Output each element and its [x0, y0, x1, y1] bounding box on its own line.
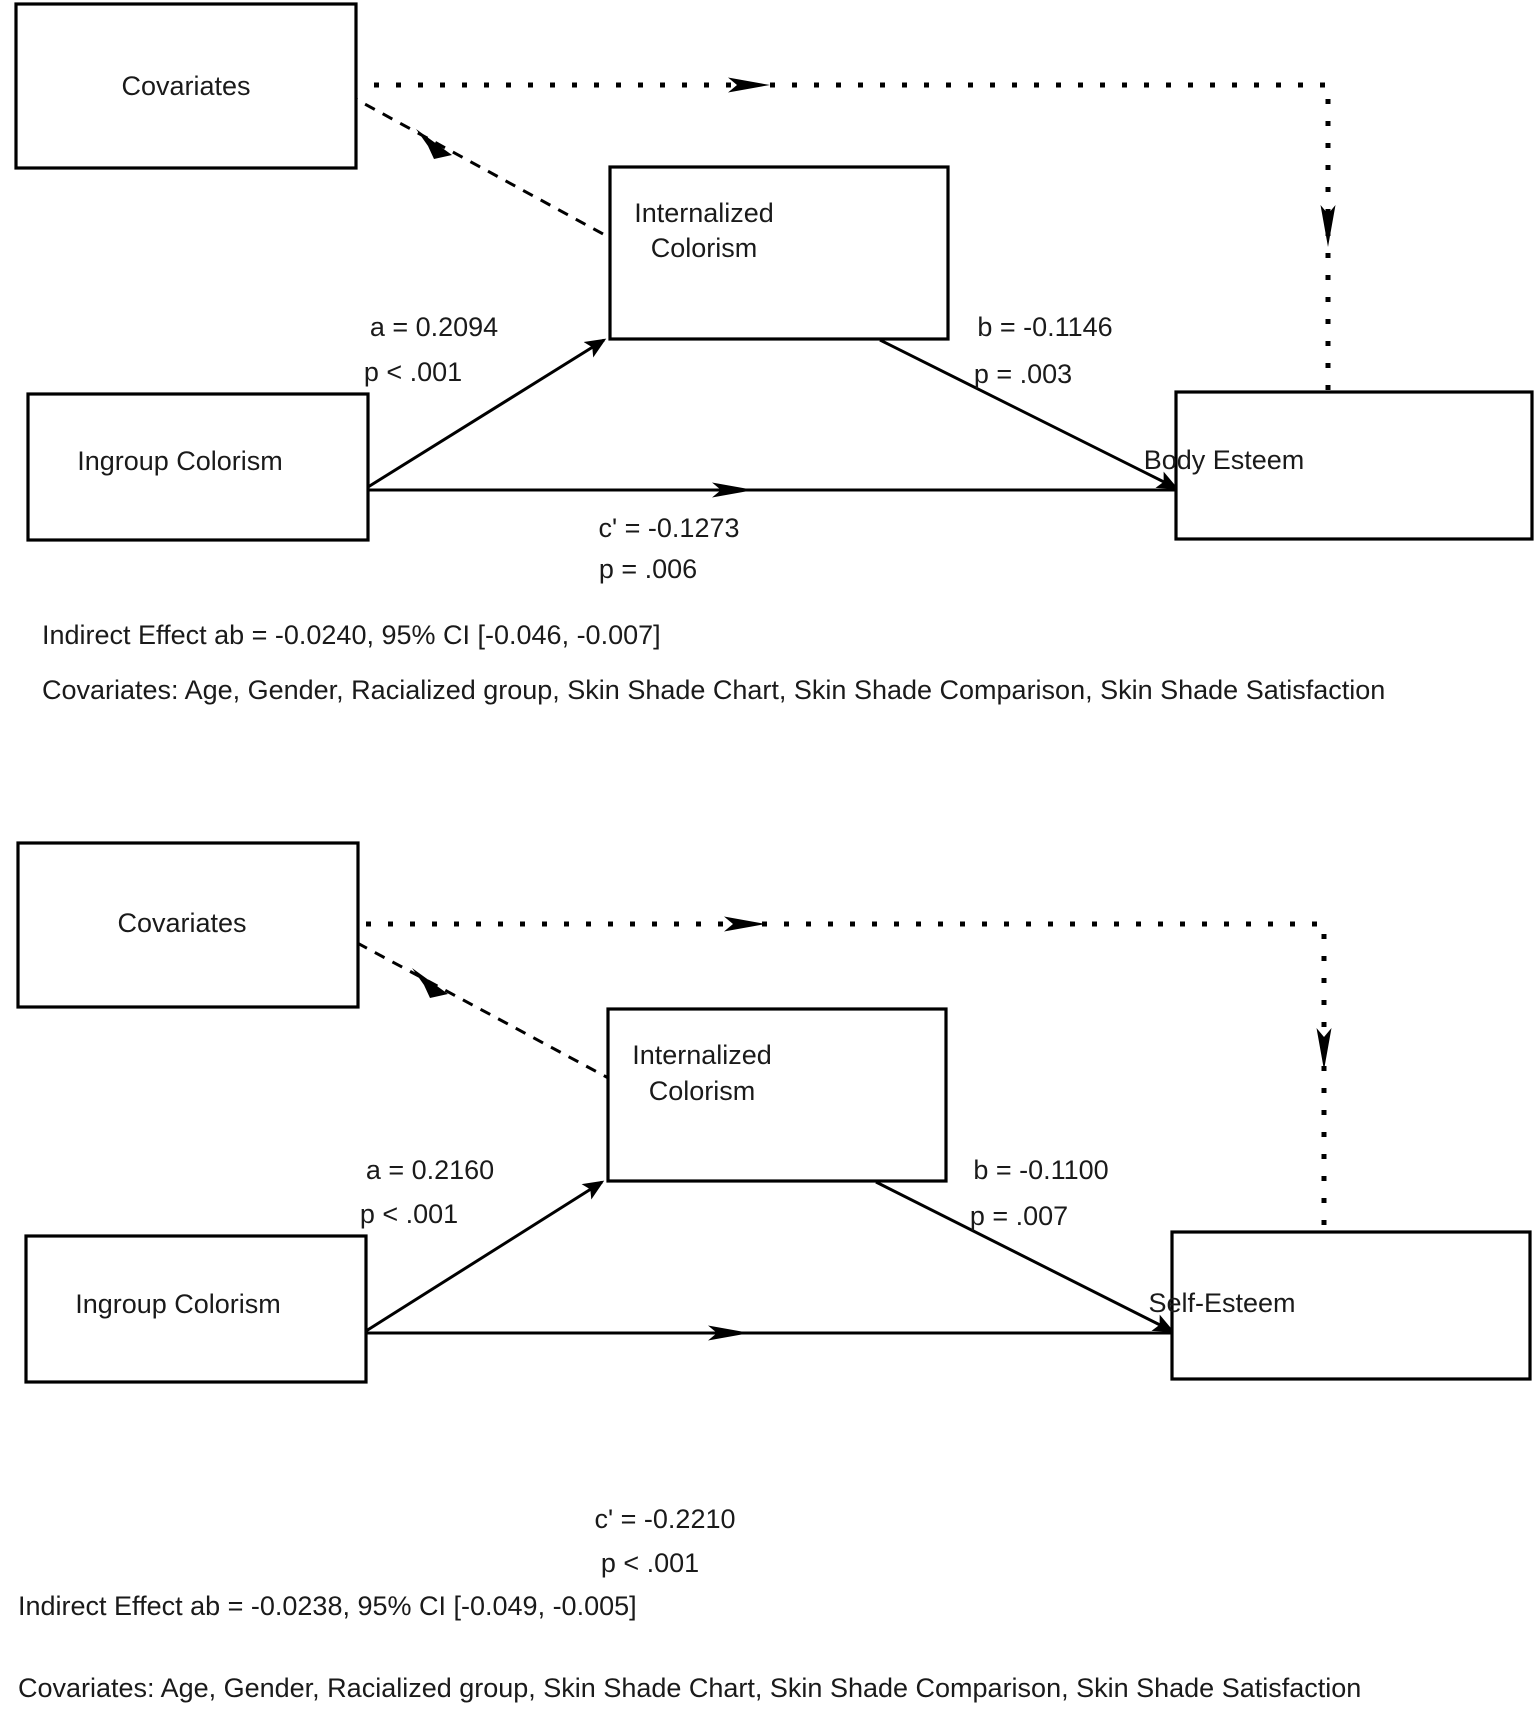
b-path-arrow [879, 338, 1179, 490]
c-prime-pvalue-label-2: p < .001 [601, 1548, 699, 1578]
a-pvalue-label: p < .001 [364, 357, 462, 387]
c-prime-coefficient-label: c' = -0.1273 [599, 513, 740, 543]
mediator-box-2[interactable]: Internalized Colorism [606, 1007, 948, 1183]
covariates-box[interactable]: Covariates [14, 2, 358, 170]
outcome-box-label: Body Esteem [1144, 445, 1305, 475]
b-coefficient-label-2: b = -0.1100 [973, 1155, 1108, 1185]
a-coefficient-label: a = 0.2094 [370, 312, 498, 342]
covariates-to-mediator-dashed-path-2 [321, 922, 613, 1082]
covariates-to-outcome-horizontal-arrowhead-2 [724, 916, 766, 932]
predictor-box-label-2: Ingroup Colorism [75, 1289, 281, 1319]
covariates-to-outcome-dotted-path [330, 82, 1331, 425]
covariates-to-mediator-arrowhead-2 [412, 968, 448, 998]
mediator-box-label-line2: Colorism [651, 233, 758, 263]
b-path-arrow-2 [875, 1180, 1175, 1333]
c-prime-path-arrowhead [712, 482, 754, 498]
panel-body-esteem: Covariates Internalized Colorism Ingroup… [14, 2, 1534, 705]
covariates-note-2: Covariates: Age, Gender, Racialized grou… [18, 1673, 1361, 1703]
predictor-box[interactable]: Ingroup Colorism [26, 392, 370, 542]
covariates-to-mediator-dashed-path [329, 83, 615, 242]
covariates-to-outcome-vertical-arrowhead [1320, 205, 1336, 247]
covariates-to-outcome-horizontal-arrowhead [728, 77, 770, 93]
a-pvalue-label-2: p < .001 [360, 1199, 458, 1229]
b-pvalue-label: p = .003 [974, 359, 1072, 389]
covariates-to-outcome-vertical-arrowhead-2 [1316, 1028, 1332, 1070]
covariates-box-2[interactable]: Covariates [16, 841, 360, 1009]
covariates-box-label-2: Covariates [117, 908, 246, 938]
c-prime-pvalue-label: p = .006 [599, 554, 697, 584]
indirect-effect-note: Indirect Effect ab = -0.0240, 95% CI [-0… [42, 620, 661, 650]
panel-self-esteem: Covariates Internalized Colorism Ingroup… [16, 841, 1532, 1703]
c-prime-path-arrowhead-2 [708, 1325, 750, 1341]
outcome-box-label-2: Self-Esteem [1148, 1288, 1295, 1318]
mediator-box-label-line1: Internalized [634, 198, 774, 228]
outcome-box[interactable]: Body Esteem [1144, 390, 1534, 541]
mediator-box[interactable]: Internalized Colorism [608, 165, 950, 341]
c-prime-coefficient-label-2: c' = -0.2210 [595, 1504, 736, 1534]
b-coefficient-label: b = -0.1146 [977, 312, 1112, 342]
predictor-box-2[interactable]: Ingroup Colorism [24, 1234, 368, 1384]
covariates-box-label: Covariates [121, 71, 250, 101]
b-pvalue-label-2: p = .007 [970, 1201, 1068, 1231]
indirect-effect-note-2: Indirect Effect ab = -0.0238, 95% CI [-0… [18, 1591, 637, 1621]
mediator-box-label-line2-2: Colorism [649, 1076, 756, 1106]
mediator-box-label-line1-2: Internalized [632, 1040, 772, 1070]
covariates-to-mediator-arrowhead [416, 129, 452, 159]
a-path-arrow-2 [365, 1180, 605, 1333]
predictor-box-label: Ingroup Colorism [77, 446, 283, 476]
a-path-arrow [367, 338, 607, 489]
covariates-note: Covariates: Age, Gender, Racialized grou… [42, 675, 1385, 705]
a-coefficient-label-2: a = 0.2160 [366, 1155, 494, 1185]
outcome-box-2[interactable]: Self-Esteem [1148, 1230, 1532, 1381]
covariates-to-outcome-dotted-path-2 [322, 921, 1327, 1264]
